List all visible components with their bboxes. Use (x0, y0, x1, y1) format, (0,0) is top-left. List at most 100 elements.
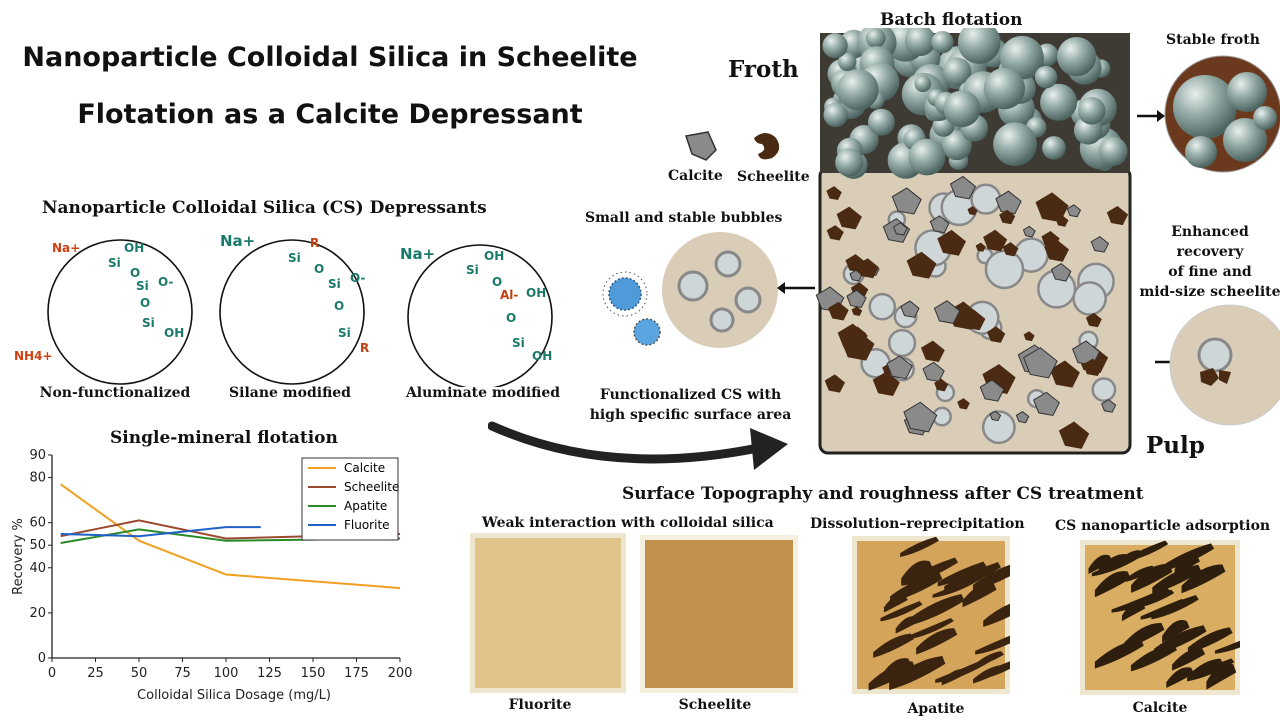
surface-streak (916, 628, 958, 655)
enhanced-recovery-label: Enhanced recovery of fine and mid-size s… (1139, 224, 1280, 300)
series-line-fluorite (60, 526, 261, 538)
scheelite-particle (937, 229, 966, 256)
page-title: Nanoparticle Colloidal Silica in Scheeli… (20, 42, 640, 130)
x-tick-label: 0 (48, 666, 56, 681)
surface-streak (908, 593, 965, 626)
scheelite-icon (754, 133, 780, 160)
x-tick-label: 50 (131, 666, 148, 681)
scheelite-particle (957, 398, 970, 410)
scheelite-surface (640, 535, 798, 693)
calcite-particle (903, 401, 938, 433)
pulp-bubble (1072, 281, 1107, 316)
title-line-2: Flotation as a Calcite Depressant (77, 99, 583, 130)
surface-streak (973, 665, 1005, 684)
surface-streak (1111, 586, 1170, 613)
calcite-particle (995, 190, 1022, 215)
y-tick-label: 20 (29, 606, 46, 621)
froth-bubble (1040, 83, 1078, 121)
surface-group-adsorption: CS nanoparticle adsorption (1055, 518, 1271, 534)
surface-streak (1094, 639, 1144, 669)
froth-bubble (822, 33, 848, 59)
surface-streak (1151, 595, 1199, 620)
surface-streak (906, 617, 954, 640)
froth-label: Froth (728, 56, 799, 83)
pulp-bubble (984, 249, 1025, 290)
calcite-particle (892, 222, 908, 236)
surface-streak (1140, 589, 1175, 608)
surface-streak (937, 561, 987, 587)
structure-non-functionalized: Na+ NH4+ Si OH O Si O- O Si OH (14, 239, 193, 385)
silica-particle (47, 239, 193, 385)
surface-streak (889, 655, 946, 691)
calcite-surface (1080, 540, 1240, 695)
legend-box (301, 457, 399, 541)
silica-particle (219, 239, 365, 385)
label-oh: OH (526, 286, 546, 300)
label-oh: OH (164, 326, 184, 340)
x-tick-label: 25 (87, 666, 104, 681)
label-r: R (360, 341, 369, 355)
scheelite-label: Scheelite (737, 169, 810, 185)
surface-streak (1117, 550, 1143, 565)
calcite-particle (1022, 225, 1036, 238)
surface-streak (983, 603, 1010, 627)
pulp-bubble (887, 328, 917, 358)
pulp-bubble (1091, 377, 1117, 403)
y-tick-label: 0 (38, 651, 46, 666)
surface-streak (1188, 658, 1224, 681)
scheelite-particle (828, 301, 849, 321)
caption-silane-modified: Silane modified (229, 385, 351, 401)
froth-bubble (942, 57, 972, 87)
scheelite-particle (1106, 206, 1129, 226)
calcite-label: Calcite (668, 168, 723, 184)
legend-entry: Scheelite (344, 480, 399, 494)
surface-streak (901, 560, 933, 586)
calcite-particle (1015, 410, 1030, 424)
structure-silane-modified: Na+ Si R O Si O- O Si R (219, 232, 369, 385)
froth-bubble (1042, 136, 1066, 160)
calcite-particle (846, 289, 867, 309)
flotation-cell (815, 28, 1132, 455)
froth-bubble (914, 75, 932, 93)
calcite-particle (1066, 204, 1082, 218)
label-oh: OH (124, 241, 144, 255)
calcite-particle (886, 355, 913, 380)
label-si: Si (288, 251, 301, 265)
froth-bubble (908, 138, 946, 176)
x-tick-label: 200 (388, 666, 413, 681)
y-tick-label: 40 (29, 561, 46, 576)
y-tick-label: 60 (29, 516, 46, 531)
legend-entry: Apatite (344, 499, 387, 513)
surface-streak (944, 562, 1001, 592)
label-na: Na+ (220, 232, 255, 250)
depressant-structures: Na+ NH4+ Si OH O Si O- O Si OH Na+ Si R … (14, 232, 553, 387)
froth-bubble (983, 67, 1026, 110)
scheelite-particle (1058, 421, 1090, 449)
froth-bubble (838, 52, 857, 72)
x-axis-label: Colloidal Silica Dosage (mg/L) (137, 688, 331, 703)
fluorite-surface (470, 533, 626, 693)
x-tick-label: 75 (174, 666, 191, 681)
scheelite-particle (1035, 192, 1069, 223)
scheelite-particle (836, 206, 862, 230)
calcite-particle (949, 175, 977, 200)
x-tick-label: 150 (301, 666, 326, 681)
froth-bubbles (822, 28, 1128, 179)
froth-bubble (943, 90, 981, 128)
surface-streak (895, 616, 920, 634)
surface-streak (883, 594, 908, 613)
froth-bubble (1056, 37, 1097, 77)
froth-bubble (993, 122, 1037, 167)
froth-bubble (904, 28, 936, 57)
label-al: Al- (500, 288, 518, 302)
stable-froth-zoom (1137, 55, 1280, 173)
curved-arrow (488, 421, 788, 470)
scheelite-particle (983, 229, 1008, 252)
label-si: Si (328, 277, 341, 291)
froth-bubble (865, 28, 886, 49)
calcite-particle (849, 269, 863, 282)
surface-streak (1131, 563, 1173, 593)
scheelite-particle (975, 242, 986, 252)
chart-title: Single-mineral flotation (110, 428, 338, 448)
